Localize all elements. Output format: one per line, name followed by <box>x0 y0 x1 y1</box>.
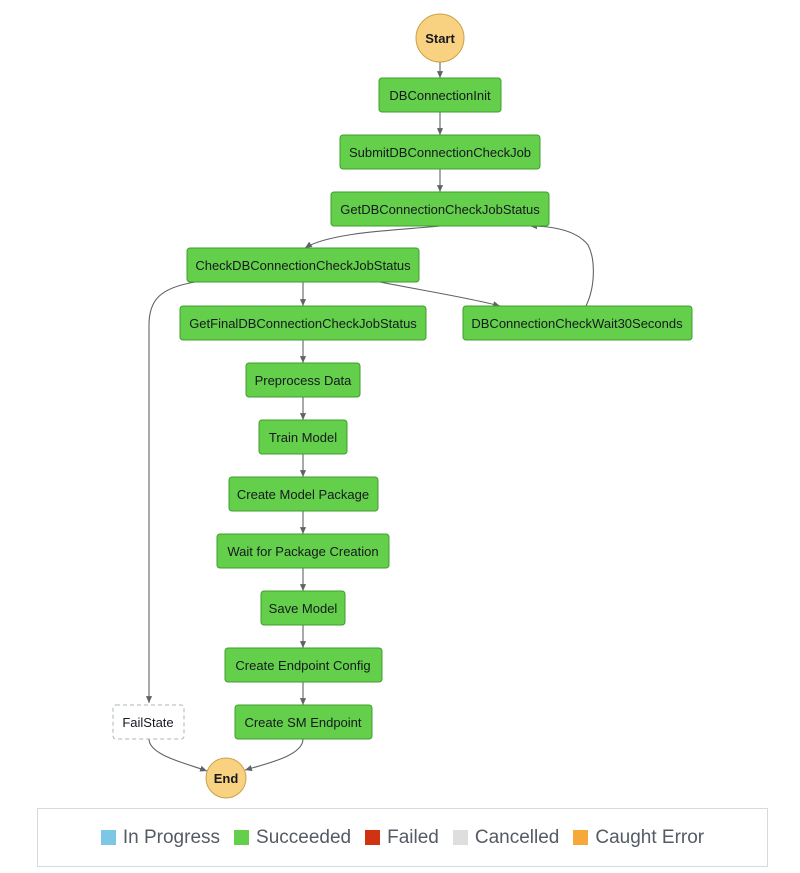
state-label: Create Endpoint Config <box>235 658 370 673</box>
state-submit-check-job[interactable]: SubmitDBConnectionCheckJob <box>339 134 541 170</box>
workflow-graph: Start DBConnectionInit SubmitDBConnectio… <box>112 13 693 799</box>
state-label: SubmitDBConnectionCheckJob <box>349 145 531 160</box>
state-box <box>378 77 502 113</box>
legend-swatch <box>365 830 381 845</box>
legend-item-cancelled: Cancelled <box>452 826 560 849</box>
legend-label: Succeeded <box>256 826 352 848</box>
state-label: FailState <box>122 715 173 730</box>
state-label: CheckDBConnectionCheckJobStatus <box>195 258 411 273</box>
edge-check-to-failstate <box>145 281 196 703</box>
state-box <box>179 305 427 341</box>
legend-label: Cancelled <box>474 826 560 848</box>
end-circle <box>205 757 247 799</box>
legend-item-succeeded: Succeeded <box>234 827 351 849</box>
state-create-sm-endpoint[interactable]: Create SM Endpoint <box>234 704 373 740</box>
state-save-model[interactable]: Save Model <box>260 590 346 626</box>
state-wait-30-seconds[interactable]: DBConnectionCheckWait30Seconds <box>462 305 693 341</box>
legend-swatch <box>100 830 116 845</box>
state-label: DBConnectionInit <box>389 88 491 103</box>
start-node[interactable]: Start <box>415 13 465 63</box>
state-box <box>186 247 420 283</box>
state-box <box>216 533 390 569</box>
legend-swatch <box>452 830 468 845</box>
status-legend: In Progress Succeeded Failed Cancelled C… <box>37 808 768 867</box>
legend-swatch <box>573 830 589 845</box>
end-node[interactable]: End <box>205 757 247 799</box>
start-circle <box>415 13 465 63</box>
state-preprocess-data[interactable]: Preprocess Data <box>245 362 361 398</box>
state-label: Wait for Package Creation <box>227 544 378 559</box>
state-label: Create Model Package <box>237 487 369 502</box>
state-box <box>112 704 185 740</box>
state-box <box>224 647 383 683</box>
edge-getstatus-to-check <box>304 225 441 249</box>
edge-wait-to-getstatus <box>529 222 594 307</box>
edge-endpoint-to-end <box>244 738 304 772</box>
state-box <box>234 704 373 740</box>
state-box <box>339 134 541 170</box>
state-label: Create SM Endpoint <box>244 715 361 730</box>
state-label: Train Model <box>269 430 337 445</box>
legend-item-caught-error: Caught Error <box>573 827 704 849</box>
state-label: GetFinalDBConnectionCheckJobStatus <box>189 316 417 331</box>
state-box <box>260 590 346 626</box>
legend-label: In Progress <box>122 826 221 848</box>
state-db-connection-init[interactable]: DBConnectionInit <box>378 77 502 113</box>
state-wait-for-package[interactable]: Wait for Package Creation <box>216 533 390 569</box>
legend-label: Failed <box>387 826 439 848</box>
state-label: Save Model <box>269 601 338 616</box>
state-get-check-job-status[interactable]: GetDBConnectionCheckJobStatus <box>330 191 550 227</box>
state-create-endpoint-config[interactable]: Create Endpoint Config <box>224 647 383 683</box>
state-label: GetDBConnectionCheckJobStatus <box>340 202 540 217</box>
end-label: End <box>214 771 239 786</box>
state-box <box>245 362 361 398</box>
edges <box>145 62 594 772</box>
state-get-final-status[interactable]: GetFinalDBConnectionCheckJobStatus <box>179 305 427 341</box>
state-label: DBConnectionCheckWait30Seconds <box>471 316 683 331</box>
legend-label: Caught Error <box>595 826 705 848</box>
state-train-model[interactable]: Train Model <box>258 419 348 455</box>
start-label: Start <box>425 31 455 46</box>
state-create-model-package[interactable]: Create Model Package <box>228 476 379 512</box>
legend-item-failed: Failed <box>365 827 439 849</box>
legend-swatch <box>234 830 250 845</box>
state-fail-state[interactable]: FailState <box>112 704 185 740</box>
state-box <box>258 419 348 455</box>
edge-check-to-wait <box>379 281 501 308</box>
legend-item-in-progress: In Progress <box>100 826 221 849</box>
state-box <box>330 191 550 227</box>
state-label: Preprocess Data <box>255 373 353 388</box>
state-box <box>228 476 379 512</box>
state-box <box>462 305 693 341</box>
state-check-job-status[interactable]: CheckDBConnectionCheckJobStatus <box>186 247 420 283</box>
edge-failstate-to-end <box>148 738 208 772</box>
